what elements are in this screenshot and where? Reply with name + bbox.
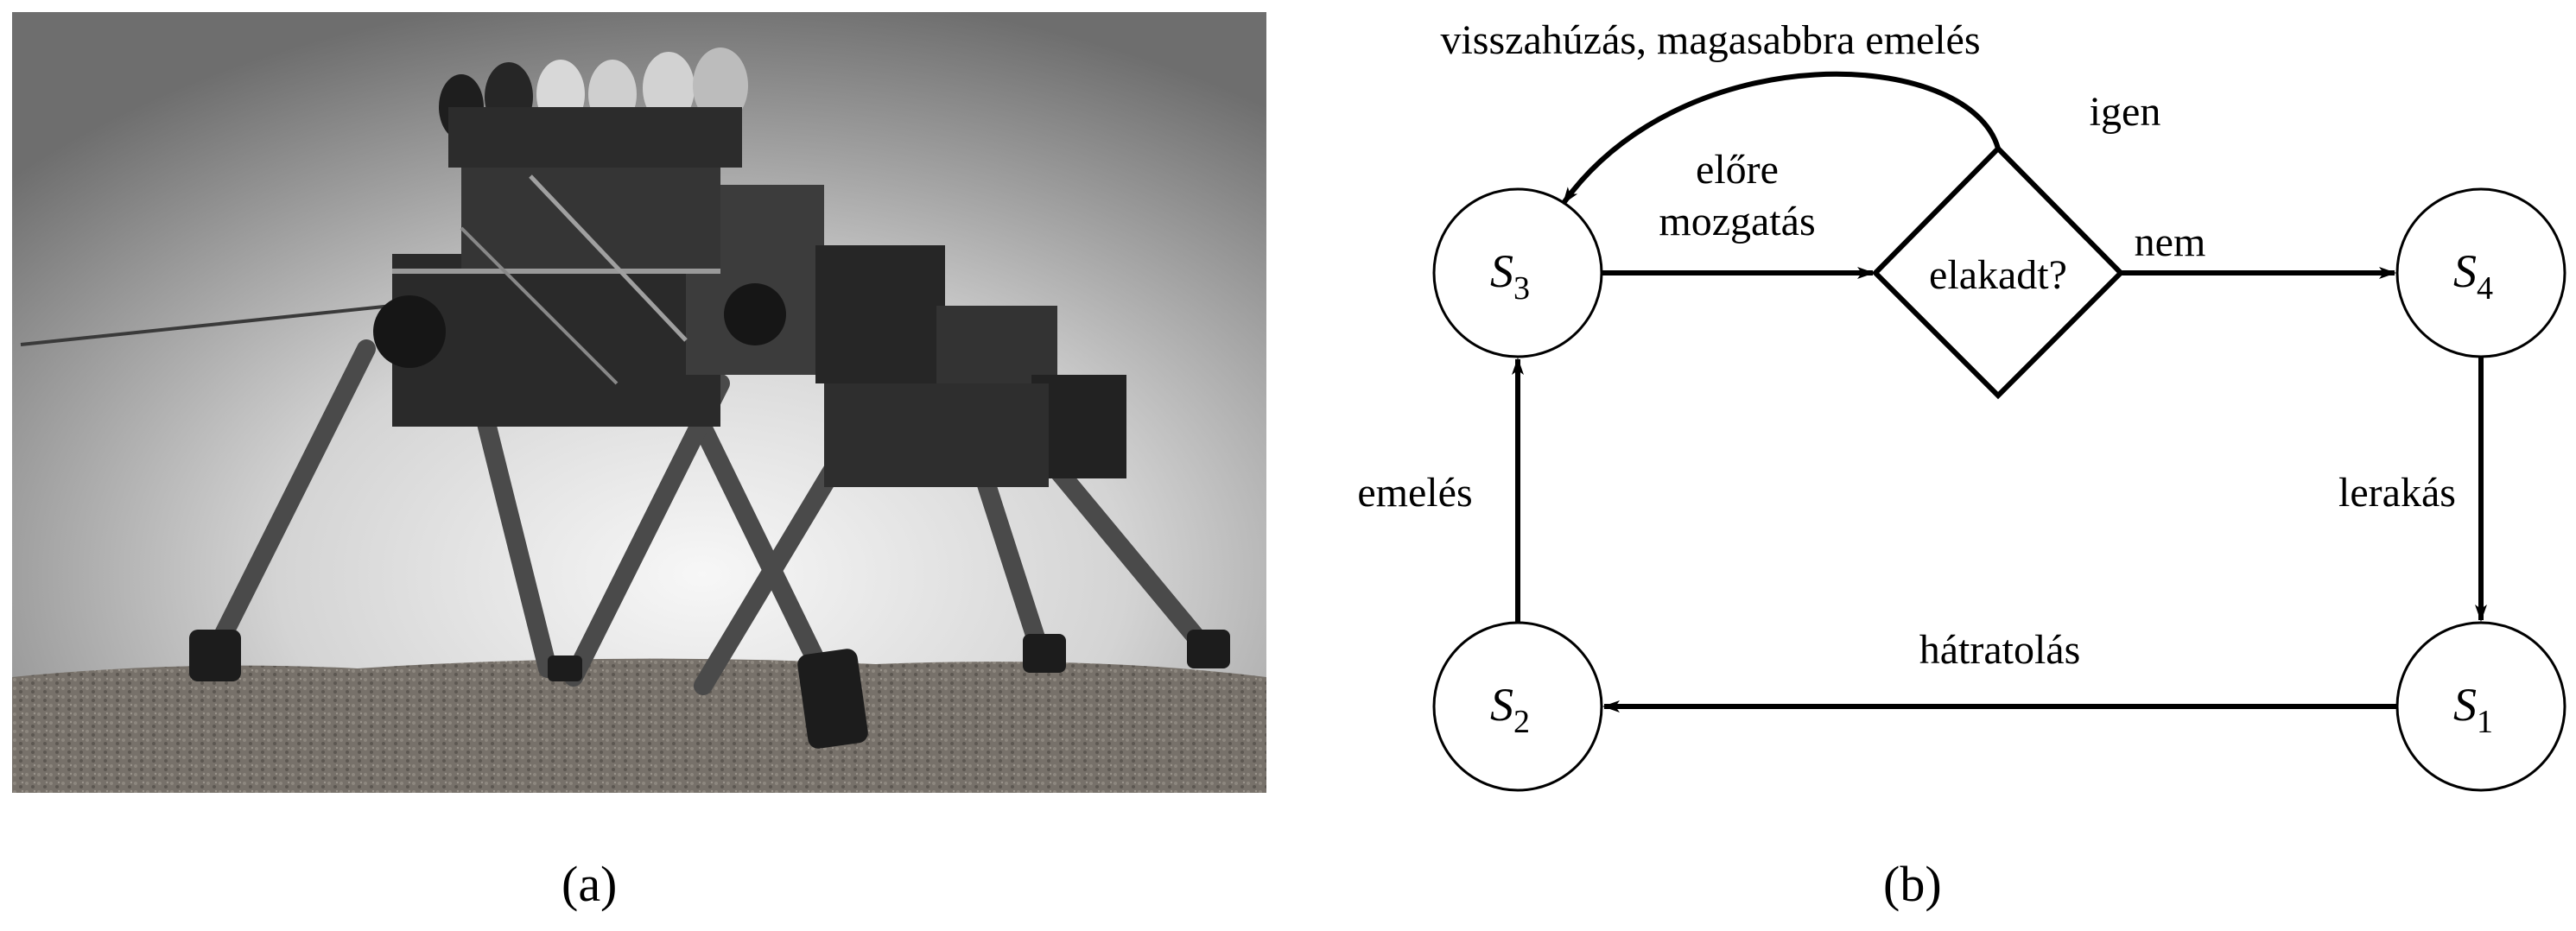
label-forward-line2: mozgatás: [1659, 199, 1815, 244]
svg-text:elakadt?: elakadt?: [1929, 252, 2067, 298]
state-s3: S3: [1432, 187, 1603, 358]
state-s2: S2: [1432, 621, 1603, 792]
svg-text:S1: S1: [2453, 679, 2493, 740]
label-no: nem: [2135, 219, 2206, 265]
label-put-down: lerakás: [2338, 470, 2456, 516]
svg-text:S4: S4: [2453, 245, 2493, 307]
caption-a: (a): [562, 856, 618, 912]
caption-b: (b): [1883, 856, 1942, 912]
label-forward-line1: előre: [1696, 147, 1779, 193]
robot-body: [373, 159, 1126, 487]
label-yes: igen: [2090, 89, 2161, 135]
state-s4: S4: [2395, 187, 2566, 358]
state-s1: S1: [2395, 621, 2566, 792]
label-push-back: hátratolás: [1919, 627, 2081, 673]
svg-text:S3: S3: [1490, 245, 1530, 307]
label-lift: emelés: [1357, 470, 1472, 516]
edge-loop-decision-to-s3: [1561, 71, 2001, 205]
photo-ground: [12, 658, 1266, 793]
svg-text:S2: S2: [1490, 679, 1530, 740]
robot-photo: [12, 12, 1266, 793]
label-loop-top: visszahúzás, magasabbra emelés: [1440, 17, 1980, 63]
decision-stuck: elakadt?: [1871, 144, 2125, 400]
state-diagram: S3 S4 S2 S1 elakadt? visszahúzás, magasa…: [1357, 17, 2566, 792]
robot-cylinders: [439, 48, 748, 168]
